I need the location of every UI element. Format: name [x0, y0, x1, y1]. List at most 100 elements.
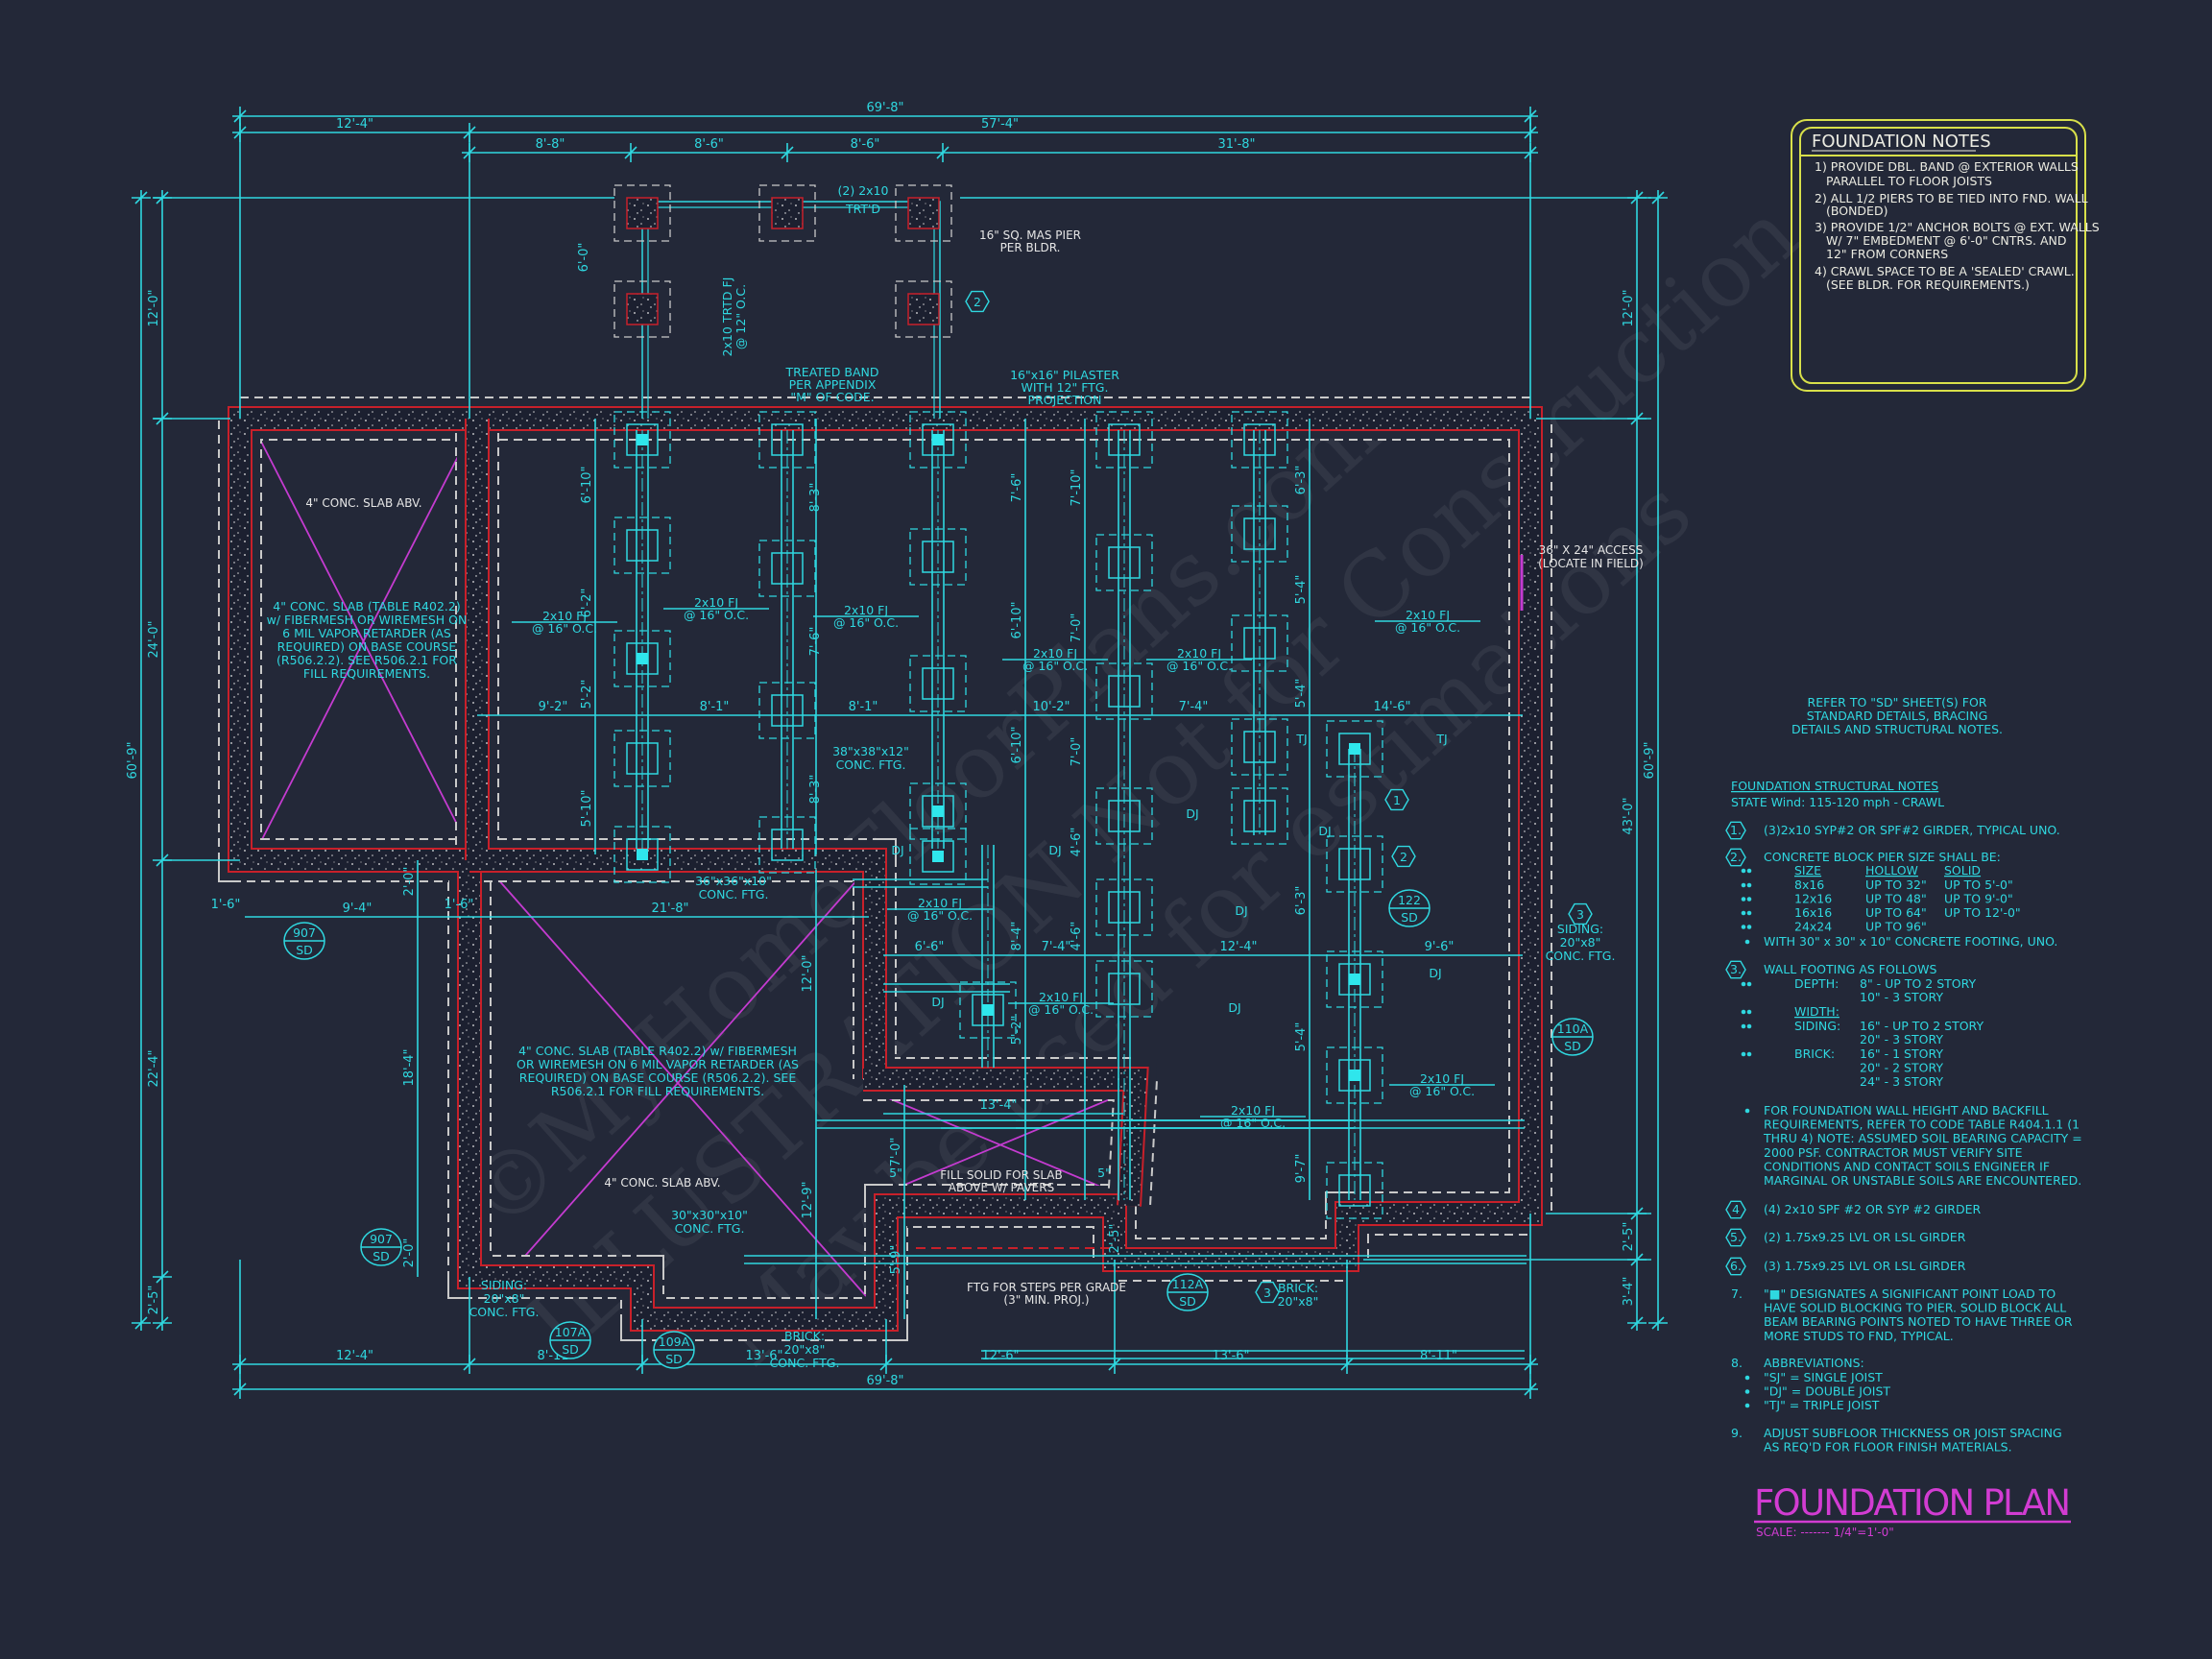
plan-label: CONC. FTG. — [699, 887, 769, 902]
joist-spacing-label: @ 16" O.C. — [532, 621, 597, 636]
dimension-label: 9'-7" — [1294, 1154, 1309, 1184]
pier-footing-outline — [613, 630, 671, 687]
pier-footing-outline — [909, 528, 967, 586]
plan-label: CONC. FTG. — [469, 1305, 540, 1319]
pier-footing-outline — [613, 411, 671, 469]
plan-label: TREATED BAND — [784, 365, 878, 379]
pier-block — [626, 197, 659, 229]
foundation-note-line: 12" FROM CORNERS — [1826, 247, 1948, 261]
hexagon-tag-icon — [1391, 845, 1416, 868]
dimension-label: 43'-0" — [1622, 797, 1636, 834]
pier-block — [771, 197, 804, 229]
joist-label: 2x10 FJ — [694, 595, 738, 610]
section-sheet: SD — [665, 1352, 683, 1366]
plan-label: 16"x16" PILASTER — [1010, 368, 1119, 382]
dimension-label: 14'-6" — [1373, 700, 1410, 714]
hexagon-tag-icon — [1725, 1228, 1746, 1247]
pier-footing-outline — [1095, 878, 1153, 936]
dimension-label: 5'-10" — [580, 789, 594, 827]
pier-footing-outline — [895, 280, 952, 338]
piers — [613, 184, 1383, 1219]
plan-label: CONC. FTG. — [770, 1356, 840, 1370]
pier-block — [1243, 731, 1276, 763]
pier-footing-outline — [758, 411, 816, 469]
dimension-label: 7'-4" — [1179, 700, 1209, 714]
plan-label: DJ — [1318, 824, 1331, 838]
plan-label: SIDING: — [1557, 922, 1603, 936]
plan-label: 4" CONC. SLAB ABV. — [604, 1176, 720, 1190]
pier-block — [1338, 1059, 1371, 1092]
joist-label: 2x10 FJ — [1033, 646, 1077, 661]
pier-block — [907, 197, 940, 229]
dimension-label: 22'-4" — [147, 1049, 161, 1087]
footing-value: 16" - UP TO 2 STORY — [1860, 1019, 1984, 1033]
pier-table-cell: UP TO 64" — [1865, 905, 1927, 920]
plan-label: TJ — [1435, 732, 1447, 746]
foundation-note-line: 3) PROVIDE 1/2" ANCHOR BOLTS @ EXT. WALL… — [1815, 220, 2100, 234]
joist-spacing-label: @ 16" O.C. — [684, 608, 749, 622]
plan-label: SIDING: — [481, 1278, 527, 1292]
plan-label: 5" — [1097, 1166, 1111, 1180]
refer-note-line: REFER TO "SD" SHEET(S) FOR — [1808, 695, 1987, 709]
bullet-icon — [1741, 882, 1746, 888]
plan-label: (LOCATE IN FIELD) — [1538, 557, 1644, 570]
dimension-label: 6'-2" — [580, 589, 594, 618]
pier-block — [626, 838, 659, 871]
refer-note-line: STANDARD DETAILS, BRACING — [1807, 709, 1988, 723]
pier-footing-outline — [758, 184, 816, 242]
bullet-icon — [1741, 897, 1746, 902]
hex-tag-number: 2 — [974, 295, 981, 309]
plan-label: CONC. FTG. — [675, 1221, 745, 1236]
pier-block — [922, 795, 954, 828]
pier-block — [1108, 973, 1141, 1005]
dimension-label: 5'-2" — [1010, 1016, 1024, 1046]
pier-block — [1243, 627, 1276, 660]
note-text: (4) 2x10 SPF #2 OR SYP #2 GIRDER — [1764, 1202, 1982, 1216]
plan-label: 20"x8" — [484, 1291, 525, 1306]
hex-tag-number: 1 — [1393, 793, 1401, 807]
pier-block — [907, 293, 940, 325]
plan-label: TJ — [1295, 732, 1307, 746]
hex-tag-number: 3 — [1263, 1286, 1271, 1300]
dimension-label: 8'-6" — [851, 137, 880, 152]
section-sheet: SD — [1401, 910, 1418, 925]
dimension-label: 2'-5" — [1622, 1222, 1636, 1252]
foundation-notes-title: FOUNDATION NOTES — [1812, 132, 1991, 152]
hexagon-tag-icon — [1725, 1200, 1746, 1219]
foundation-note-line: 2) ALL 1/2 PIERS TO BE TIED INTO FND. WA… — [1815, 191, 2088, 205]
hex-tag-number: 3 — [1576, 907, 1584, 922]
plan-label: DJ — [931, 995, 944, 1009]
note-text: (3)2x10 SYP#2 OR SPF#2 GIRDER, TYPICAL U… — [1764, 823, 2060, 837]
footing-label: BRICK: — [1794, 1046, 1835, 1061]
bullet-icon — [1746, 1023, 1752, 1029]
section-sheet: SD — [373, 1249, 390, 1263]
dimension-label: 5'-4" — [1294, 1022, 1309, 1052]
plan-label: PER BLDR. — [1000, 241, 1061, 254]
note-number: 5. — [1730, 1230, 1742, 1244]
dimension-label: 4'-6" — [1070, 828, 1084, 857]
bullet-icon — [1746, 1009, 1752, 1015]
dimension-label: 12'-4" — [336, 1349, 373, 1363]
slab-note-line: (R506.2.2). SEE R506.2.1 FOR — [276, 653, 457, 667]
footing-value: 24" - 3 STORY — [1860, 1074, 1943, 1089]
pier-block — [626, 742, 659, 775]
point-load-marker — [637, 653, 648, 664]
dimension-label: 8'-3" — [808, 483, 823, 513]
point-load-marker — [932, 851, 944, 862]
pier-footing-outline — [1231, 787, 1288, 845]
slab-note-line: REQUIRED) ON BASE COURSE — [277, 639, 457, 654]
hex-tag-number: 2 — [1400, 850, 1407, 864]
foundation-note-line: (SEE BLDR. FOR REQUIREMENTS.) — [1826, 277, 2030, 292]
dimension-label: 5'-4" — [1294, 679, 1309, 709]
footing-label: SIDING: — [1794, 1019, 1840, 1033]
pier-block — [771, 694, 804, 727]
dimension-label: 60'-9" — [126, 741, 140, 779]
